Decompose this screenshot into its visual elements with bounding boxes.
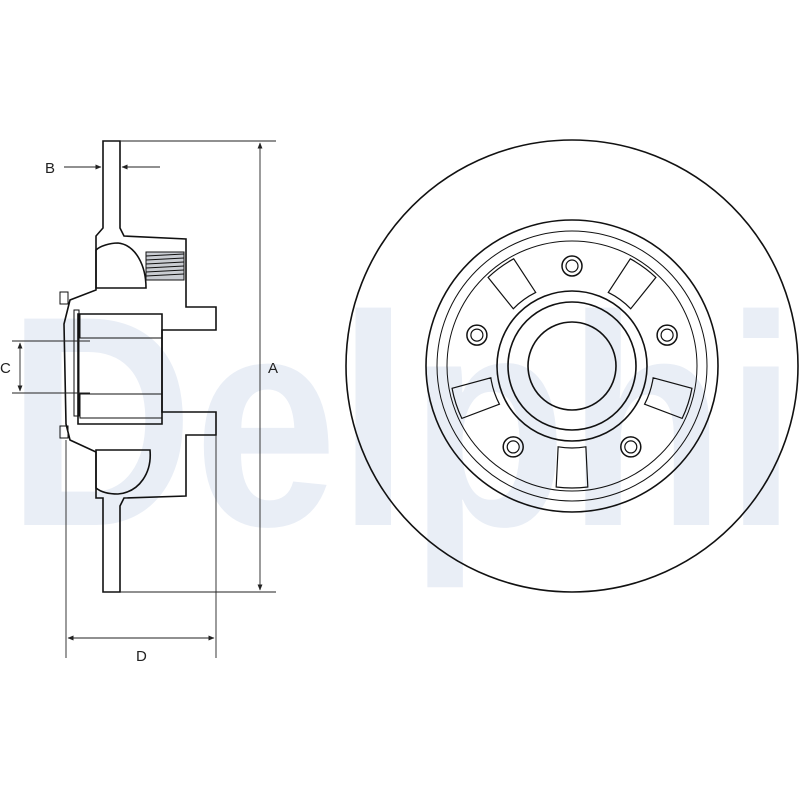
disc-outer-edge bbox=[345, 139, 799, 593]
lug-hole bbox=[565, 259, 579, 273]
disc-side-section bbox=[59, 140, 217, 593]
dimension-label-d: D bbox=[136, 648, 147, 665]
vent-slot bbox=[555, 446, 589, 489]
dimension-label-b: B bbox=[45, 160, 55, 177]
vent-slots bbox=[451, 258, 693, 489]
dimension-label-c: C bbox=[0, 360, 11, 377]
thread-hatching bbox=[145, 251, 185, 281]
lug-hole bbox=[660, 328, 674, 342]
lug-hole bbox=[656, 324, 678, 346]
lug-holes bbox=[466, 255, 678, 458]
dimension-lines bbox=[12, 140, 276, 658]
vent-slot bbox=[607, 258, 657, 310]
lug-hole bbox=[506, 440, 520, 454]
delphi-watermark: Delphi bbox=[7, 253, 797, 591]
vent-slot bbox=[643, 377, 693, 420]
vent-slot bbox=[451, 377, 501, 420]
lug-hole bbox=[620, 436, 642, 458]
lug-hole bbox=[502, 436, 524, 458]
lug-hole bbox=[470, 328, 484, 342]
disc-front-view bbox=[345, 139, 799, 593]
hub-outer-ring bbox=[425, 219, 719, 513]
center-bore bbox=[527, 321, 617, 411]
lug-hole bbox=[561, 255, 583, 277]
dimension-label-a: A bbox=[268, 360, 278, 377]
vent-slot bbox=[487, 258, 537, 310]
lug-hole bbox=[624, 440, 638, 454]
lug-hole bbox=[466, 324, 488, 346]
